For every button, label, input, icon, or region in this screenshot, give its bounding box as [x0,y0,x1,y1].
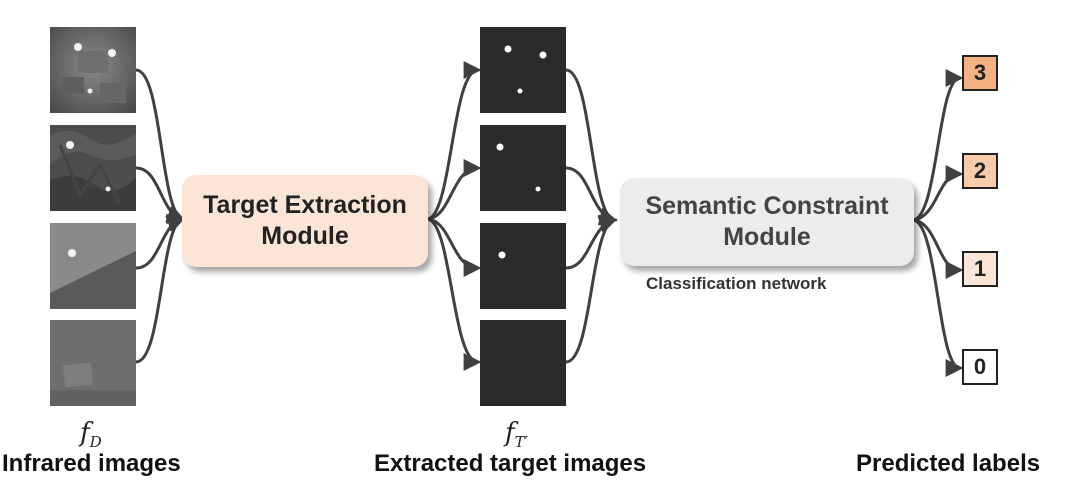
semantic-module-line1: Semantic Constraint [645,191,889,220]
extracted-image-4 [480,320,566,406]
arrow-scm-to-2 [912,165,964,222]
predicted-labels-caption: Predicted labels [856,450,1041,477]
infrared-image-1 [50,27,136,113]
arrow-scm-to-0 [912,218,964,377]
arrow-tem-to-ex3 [426,217,482,277]
infrared-symbol: fD [80,418,102,452]
extracted-image-2 [480,125,566,211]
infrared-image-3 [50,223,136,309]
arrow-scm-to-1 [912,218,964,279]
target-module-line1: Target Extraction [203,190,407,219]
infrared-images-caption: Infrared images [2,450,181,477]
predicted-label-0: 0 [962,349,998,385]
predicted-label-1: 1 [962,251,998,287]
arrow-ex1-to-scm [564,68,618,226]
infrared-image-2 [50,125,136,211]
semantic-module-line2: Module [723,223,811,251]
extracted-image-3 [480,223,566,309]
infrared-image-4 [50,320,136,406]
extracted-images-caption: Extracted target images [374,450,647,477]
extracted-image-1 [480,27,566,113]
target-extraction-module: Target Extraction Module [182,175,428,267]
arrow-tem-to-ex1 [426,61,482,221]
predicted-label-2: 2 [962,153,998,189]
arrow-ir4-to-tem [134,216,186,364]
arrow-scm-to-3 [912,69,964,222]
predicted-label-3: 3 [962,55,998,91]
classification-network-caption: Classification network [646,274,827,293]
extracted-symbol: fT′ [505,418,529,452]
target-module-line2: Module [261,222,349,250]
arrow-ex4-to-scm [564,216,618,364]
arrow-ir1-to-tem [134,68,186,222]
arrow-tem-to-ex2 [426,159,482,221]
semantic-constraint-module: Semantic Constraint Module [620,178,914,266]
arrow-tem-to-ex4 [426,217,482,371]
